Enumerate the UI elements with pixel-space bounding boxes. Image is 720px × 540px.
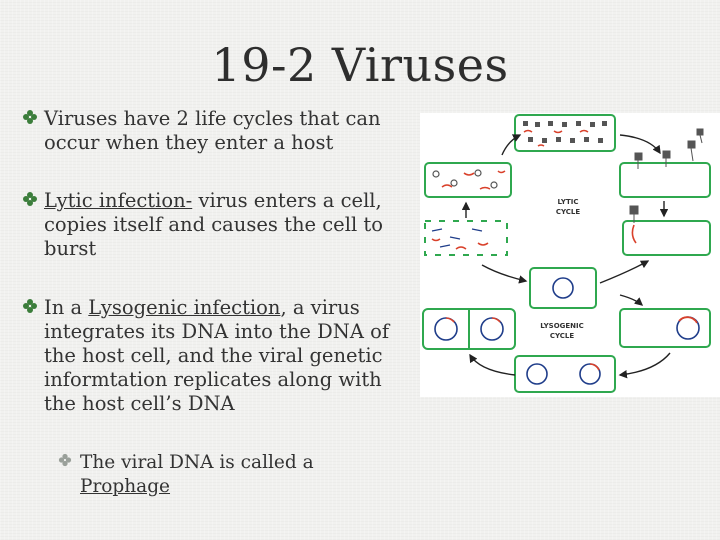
- bullet-text: In a Lysogenic infection, a virus integr…: [44, 296, 392, 416]
- life-cycle-diagram-svg: LYTIC CYCLE LYSOGENIC CYCLE: [422, 114, 711, 393]
- cell-lysis: [424, 162, 512, 198]
- diamond-bullet-icon: [23, 110, 37, 124]
- bullet-text: Lytic infection- virus enters a cell, co…: [44, 189, 392, 261]
- lytic-lysogenic-diagram: LYTIC CYCLE LYSOGENIC CYCLE: [420, 113, 720, 397]
- bullet-text-prefix: In a: [44, 296, 89, 319]
- cycle-arrows: [461, 134, 671, 379]
- cell-center-host: [529, 267, 597, 309]
- cell-burst: [424, 220, 508, 256]
- arrow-to-center: [481, 264, 528, 284]
- bullet-text-rest: , a virus integrates its DNA into the DN…: [44, 296, 390, 415]
- sub-bullet-text: The viral DNA is called a Prophage: [80, 451, 388, 499]
- arrow-top-right: [619, 134, 661, 155]
- cell-dna-injection: [622, 205, 711, 256]
- lytic-cycle-label-line1: LYTIC: [558, 198, 579, 206]
- diamond-bullet-icon: [23, 299, 37, 313]
- arrow-bottom-left: [469, 353, 516, 376]
- lytic-cycle-label-line2: CYCLE: [556, 208, 581, 216]
- lysogenic-cycle-label-line1: LYSOGENIC: [540, 322, 584, 330]
- slide-title: 19-2 Viruses: [211, 38, 509, 92]
- arrow-center-to-lysogenic: [619, 294, 644, 306]
- sub-bullet-prophage: The viral DNA is called a Prophage: [58, 451, 388, 499]
- term-lytic-infection: Lytic infection-: [44, 189, 193, 212]
- bullet-lytic-infection: Lytic infection- virus enters a cell, co…: [22, 189, 392, 261]
- arrow-bottom-right: [618, 352, 671, 379]
- bullet-life-cycles: Viruses have 2 life cycles that can occu…: [22, 107, 392, 155]
- diamond-bullet-icon: [23, 192, 37, 206]
- term-prophage: Prophage: [80, 476, 171, 497]
- bullet-text-rest: virus enters a cell, copies itself and c…: [44, 189, 383, 260]
- term-lysogenic-infection: Lysogenic infection: [88, 296, 281, 319]
- diamond-bullet-icon: [58, 453, 72, 467]
- sub-bullet-prefix: The viral DNA is called a: [80, 452, 314, 473]
- cell-phage-attachment: [619, 128, 711, 198]
- lysogenic-cycle-label-line2: CYCLE: [550, 332, 575, 340]
- cell-virus-assembly: [514, 114, 616, 152]
- bullet-lysogenic-infection: In a Lysogenic infection, a virus integr…: [22, 296, 392, 416]
- arrow-top-left: [501, 134, 522, 156]
- arrow-center-to-lytic: [599, 260, 650, 284]
- cell-prophage-integration: [619, 308, 711, 348]
- bullet-text: Viruses have 2 life cycles that can occu…: [44, 107, 381, 154]
- cell-division-pair: [422, 308, 516, 350]
- cell-prophage-replication: [514, 355, 616, 393]
